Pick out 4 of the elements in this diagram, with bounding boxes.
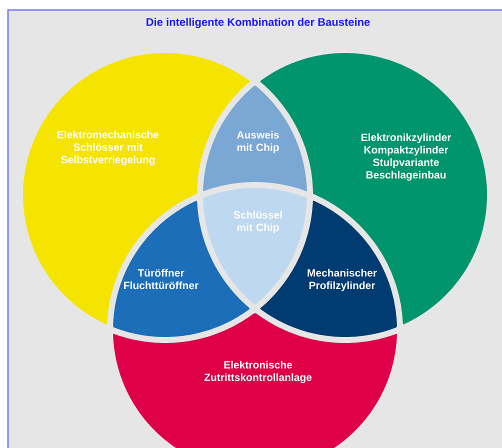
venn-region: Elektronische Zutrittskontrollanlage [113, 313, 397, 448]
venn-region: Schlüssel mit Chip [203, 188, 307, 305]
venn-region: Ausweis mit Chip [203, 86, 307, 192]
title: Die intelligente Kombination der Bausteine [146, 18, 370, 28]
